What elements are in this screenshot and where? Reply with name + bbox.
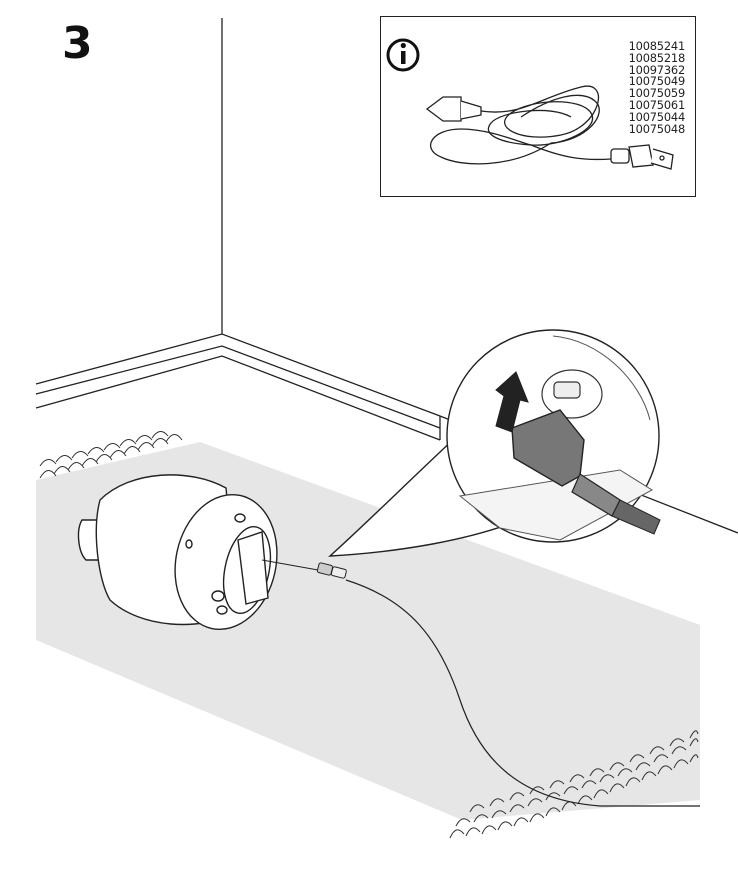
part-number: 10085241: [628, 39, 686, 53]
lamp-base-icon: [77, 474, 278, 631]
info-icon: [386, 38, 420, 72]
part-number: 10075049: [628, 74, 686, 89]
part-number: 10097362: [628, 62, 686, 77]
plug-connector-icon: [316, 562, 347, 579]
part-number: 10075061: [628, 97, 686, 112]
detail-callout: [328, 329, 661, 557]
part-number: 10075044: [628, 109, 686, 124]
info-box-art: [386, 38, 674, 170]
step-number: 3: [62, 18, 93, 69]
info-box: 10085241 10085218 10097362 10075049 1007…: [380, 16, 696, 197]
part-number: 10085218: [628, 50, 686, 65]
part-number: 10075059: [628, 86, 686, 101]
power-cord-icon: [425, 85, 674, 170]
part-number-list: 10085241 10085218 10097362 10075049 1007…: [628, 39, 686, 136]
power-cable-main: [345, 579, 700, 807]
power-cable: [261, 559, 319, 571]
part-number: 10075048: [628, 121, 686, 136]
arrow-up-icon: [495, 371, 529, 433]
